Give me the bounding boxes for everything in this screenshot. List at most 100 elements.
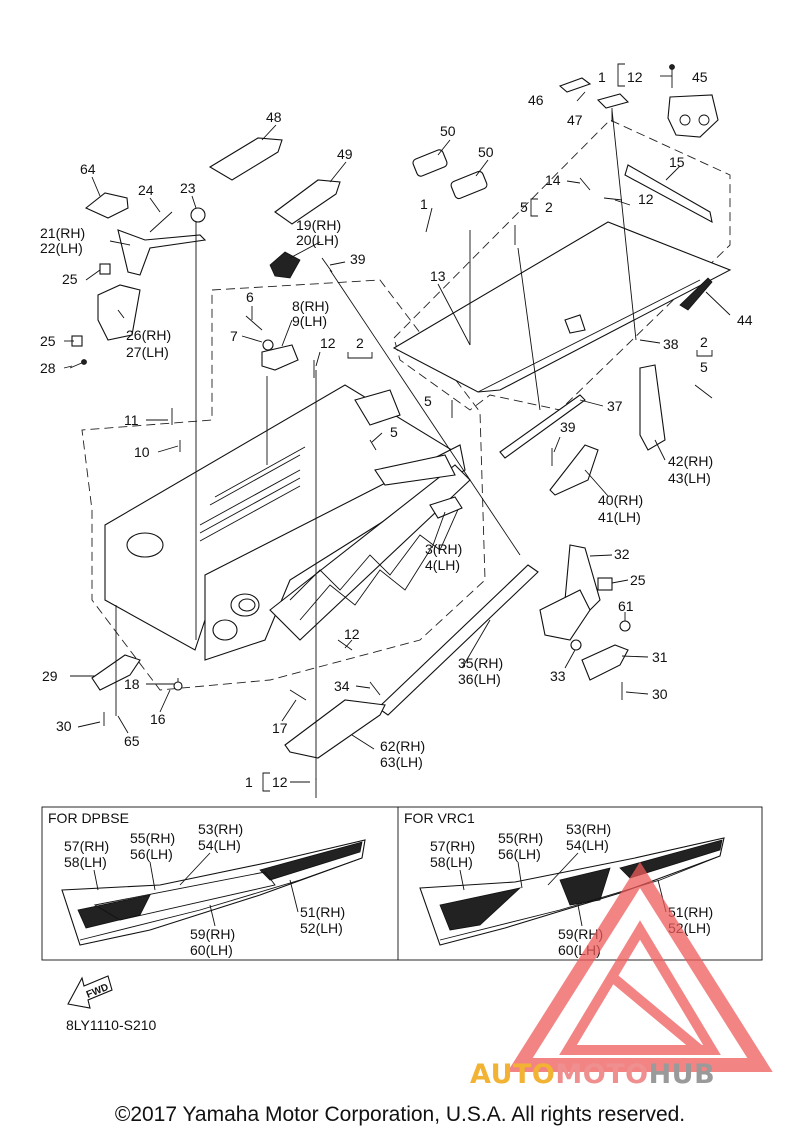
callout-59: 59(RH) (558, 926, 603, 942)
decal-variant-box: FOR DPBSE 57(RH) 58(LH) 55(RH) 56(LH) 53… (41, 806, 763, 961)
callout-56: 56(LH) (498, 846, 541, 862)
callout-1: 1 (598, 69, 606, 85)
callout-34: 34 (334, 678, 350, 694)
part-32b-plate (539, 589, 591, 641)
callout-18: 18 (124, 676, 140, 692)
callout-9: 9(LH) (292, 313, 327, 329)
callout-57: 57(RH) (64, 838, 109, 854)
watermark-text: AUTOMOTOHUB (470, 1059, 715, 1090)
callout-42: 42(RH) (668, 453, 713, 469)
fwd-arrow: FWD (67, 975, 113, 1009)
callout-25: 25 (630, 572, 646, 588)
watermark-logo (507, 861, 773, 1072)
callout-58: 58(LH) (64, 854, 107, 870)
callout-21: 21(RH) (40, 225, 85, 241)
part-64-cap (84, 192, 129, 219)
diagram-code: 8LY1110-S210 (66, 1017, 157, 1033)
decal-graphic-vrc1 (419, 837, 725, 946)
callout-6: 6 (246, 289, 254, 305)
callout-11: 11 (124, 412, 139, 428)
callout-12: 12 (320, 335, 336, 351)
callout-61: 61 (618, 598, 634, 614)
callout-25: 25 (62, 271, 78, 287)
copyright-notice: ©2017 Yamaha Motor Corporation, U.S.A. A… (114, 1103, 686, 1126)
callout-15: 15 (669, 154, 685, 170)
callout-12: 12 (627, 69, 643, 85)
callout-39: 39 (560, 419, 576, 435)
leader-lines (63, 75, 731, 783)
callout-2: 2 (700, 334, 708, 350)
callout-12: 12 (344, 626, 360, 642)
callout-25: 25 (40, 333, 56, 349)
callout-48: 48 (266, 109, 282, 125)
callout-45: 45 (692, 69, 708, 85)
callout-1: 1 (420, 196, 428, 212)
part-21-handle (117, 229, 207, 276)
callout-32: 32 (614, 546, 630, 562)
callout-22: 22(LH) (40, 240, 83, 256)
callout-12: 12 (272, 774, 288, 790)
callout-55: 55(RH) (498, 830, 543, 846)
callout-8: 8(RH) (292, 298, 329, 314)
callout-30: 30 (652, 686, 668, 702)
part-48-pad (208, 137, 283, 181)
callout-10: 10 (134, 444, 150, 460)
callout-35: 35(RH) (458, 655, 503, 671)
part-50a-pad (412, 149, 448, 177)
bracket-2-5 (696, 350, 713, 357)
callout-54: 54(LH) (566, 837, 609, 853)
callout-27: 27(LH) (126, 344, 169, 360)
part-31-step (581, 644, 629, 681)
callout-41: 41(LH) (598, 509, 641, 525)
part-46-pad (558, 77, 592, 93)
callout-16: 16 (150, 711, 166, 727)
callout-labels: 1 12 45 46 47 48 49 50 50 64 24 23 15 14… (40, 69, 753, 790)
callout-50: 50 (478, 144, 494, 160)
assembly-outline-2 (81, 279, 486, 691)
callout-50: 50 (440, 123, 456, 139)
callout-53: 53(RH) (566, 821, 611, 837)
part-42-bracket (639, 364, 666, 451)
watermark-auto: AUTO (470, 1059, 556, 1090)
callout-1: 1 (245, 774, 253, 790)
callout-28: 28 (40, 360, 56, 376)
callout-53: 53(RH) (198, 821, 243, 837)
callout-57: 57(RH) (430, 838, 475, 854)
callout-29: 29 (42, 668, 58, 684)
part-47-pad (596, 93, 630, 109)
part-40-guard (549, 444, 599, 496)
part-45-bracket (667, 94, 719, 138)
callout-43: 43(LH) (668, 470, 711, 486)
callout-12: 12 (638, 191, 654, 207)
callout-26: 26(RH) (126, 327, 171, 343)
callout-2: 2 (356, 335, 364, 351)
part-62-plate (284, 699, 386, 759)
callout-2: 2 (545, 199, 553, 215)
callout-62: 62(RH) (380, 738, 425, 754)
callout-5: 5 (390, 424, 398, 440)
callout-23: 23 (180, 180, 196, 196)
callout-4: 4(LH) (425, 557, 460, 573)
bracket-2-center (347, 352, 373, 359)
panel-title-dpbse: FOR DPBSE (48, 810, 129, 826)
callout-13: 13 (430, 268, 446, 284)
callout-54: 54(LH) (198, 837, 241, 853)
callout-24: 24 (138, 182, 154, 198)
tunnel-top-plate (392, 221, 732, 393)
part-50b-pad (450, 170, 488, 200)
callout-5: 5 (424, 393, 432, 409)
chassis-tunnel (104, 384, 471, 661)
callout-7: 7 (230, 328, 238, 344)
callout-17: 17 (272, 720, 288, 736)
bracket-1-12-top (617, 63, 625, 87)
decal-graphic-dpbse (61, 839, 366, 946)
callout-31: 31 (652, 649, 668, 665)
part-15-bar (624, 164, 713, 224)
callout-3: 3(RH) (425, 541, 462, 557)
part-49-pad (274, 179, 341, 225)
callout-14: 14 (545, 172, 561, 188)
part-19-cap (269, 251, 301, 279)
callout-51: 51(RH) (300, 904, 345, 920)
callout-65: 65 (124, 733, 140, 749)
